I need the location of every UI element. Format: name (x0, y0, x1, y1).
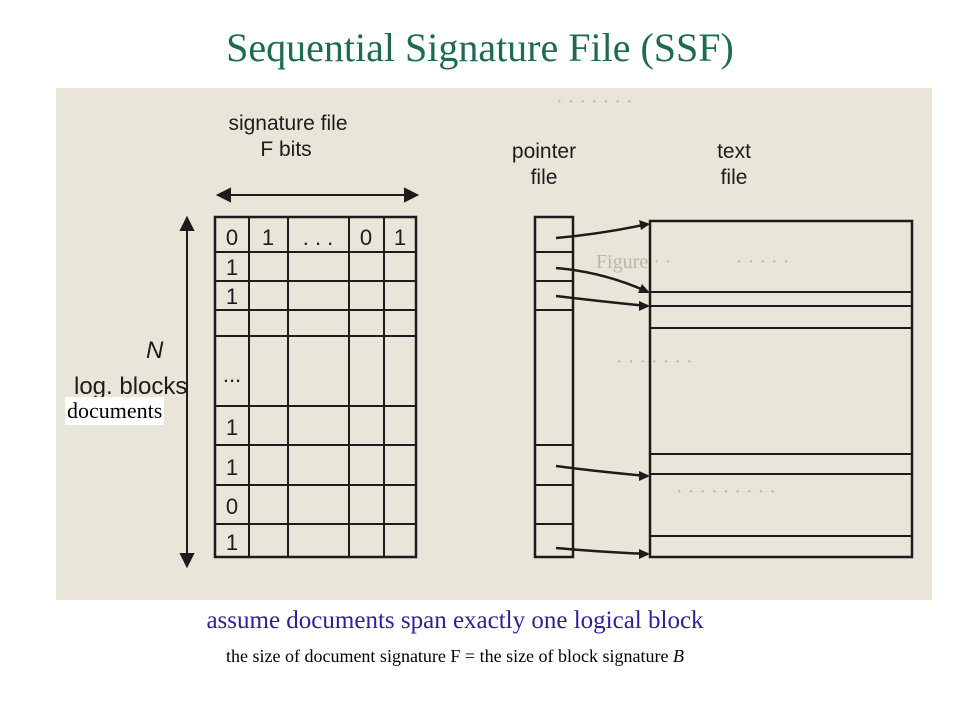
pointer-arrow (555, 464, 649, 478)
pointer-arrow (555, 294, 649, 308)
pointer-arrowheads (638, 220, 650, 559)
svg-text:· · · · · · ·: · · · · · · · (616, 351, 693, 373)
svg-text:· · · · ·: · · · · · (736, 251, 789, 273)
ssf-figure: · · · · · · · Figure · · · · · · · · · ·… (56, 88, 932, 600)
pointer-file-label: file (531, 166, 558, 189)
arrowhead-icon (639, 301, 650, 311)
caption-sub-text: the size of document signature F = the s… (225, 646, 674, 666)
f-bits-label: F bits (260, 138, 311, 161)
pointer-arrows (555, 222, 649, 556)
pointer-file-column (533, 215, 575, 559)
arrowhead-icon (638, 284, 650, 293)
caption-sub-variable: B (673, 646, 685, 666)
log-blocks-label: log. blocks (74, 373, 187, 400)
grid-cell: 1 (226, 530, 238, 555)
page-title: Sequential Signature File (SSF) (226, 25, 734, 70)
grid-cell: 1 (262, 225, 274, 250)
pointer-file-border (533, 215, 575, 559)
text-file-column (648, 219, 914, 559)
arrowhead-icon (639, 220, 650, 230)
caption-main: assume documents span exactly one logica… (206, 607, 704, 634)
background-bleed-text: · · · · · · · Figure · · · · · · · · · ·… (556, 91, 789, 503)
grid-cell: 1 (394, 225, 406, 250)
grid-cell: 1 (226, 255, 238, 280)
text-label: text (717, 140, 751, 163)
signature-grid-border (213, 215, 418, 559)
arrowhead-icon (639, 549, 650, 559)
caption-sub: the size of document signature F = the s… (0, 644, 910, 668)
n-label: N (146, 337, 164, 364)
signature-file-label: signature file (228, 112, 347, 135)
grid-cell: 1 (226, 284, 238, 309)
grid-cell: 0 (226, 225, 238, 250)
pointer-arrow (555, 266, 649, 294)
grid-cell: 0 (226, 494, 238, 519)
documents-label: documents (65, 397, 165, 425)
grid-cell: 1 (226, 455, 238, 480)
pointer-label: pointer (512, 140, 576, 163)
grid-cell: 1 (226, 415, 238, 440)
n-blocks-arrow (179, 215, 195, 569)
svg-text:· · · · · · · · ·: · · · · · · · · · (676, 481, 776, 503)
svg-text:Figure · ·: Figure · · (596, 251, 672, 273)
grid-cell: 0 (360, 225, 372, 250)
signature-grid: 0 1 . . . 0 1 1 1 ... 1 1 0 1 (213, 215, 418, 559)
f-bits-arrow (215, 187, 420, 203)
text-file-label: file (721, 166, 748, 189)
text-file-border (648, 219, 914, 559)
grid-cell: . . . (303, 225, 334, 250)
arrowhead-icon (639, 471, 650, 481)
svg-text:· · · · · · ·: · · · · · · · (556, 91, 633, 113)
grid-cell: ... (223, 362, 241, 387)
pointer-arrow (555, 222, 649, 240)
ssf-diagram: · · · · · · · Figure · · · · · · · · · ·… (74, 91, 914, 569)
pointer-arrow (555, 546, 649, 556)
